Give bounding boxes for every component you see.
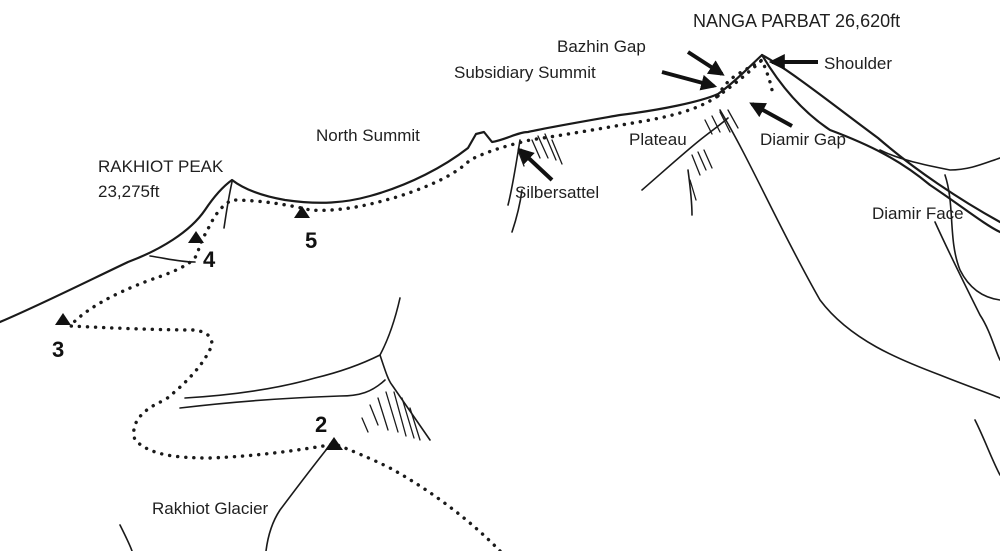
north-summit-label: North Summit	[316, 126, 420, 145]
diamir-face-line-4	[974, 419, 1000, 476]
rakhiot-peak-height: 23,275ft	[98, 182, 160, 201]
camp-4-marker	[188, 231, 204, 243]
diamir-gap-label: Diamir Gap	[760, 130, 846, 149]
bazhin-gap-arrow	[686, 50, 725, 76]
glacier-tongue-left	[119, 524, 133, 551]
hatching-plateau	[689, 109, 739, 201]
bazhin-gap-label: Bazhin Gap	[557, 37, 646, 56]
silbersattel-arrow	[517, 147, 554, 182]
silbersattel-spur	[507, 139, 523, 233]
plateau-label: Plateau	[629, 130, 687, 149]
diamir-face-line-2	[934, 221, 1000, 361]
hatching-silbersattel	[517, 133, 563, 167]
camp-2-label: 2	[315, 412, 327, 437]
camp-4-label: 4	[203, 247, 216, 272]
diamir-ridge	[879, 149, 1000, 171]
diamir-face-line-3	[719, 109, 1000, 399]
rakhiot-spur-1	[223, 181, 233, 229]
camp-3-label: 3	[52, 337, 64, 362]
camp-3-marker	[55, 313, 71, 325]
subsidiary-summit-arrow	[661, 70, 718, 91]
camp-2-marker	[325, 437, 343, 450]
camp-5-marker	[294, 206, 310, 218]
camp-markers	[55, 206, 343, 450]
glacier-ridge-right	[379, 354, 431, 441]
glacier-ridge-upper	[184, 297, 401, 399]
plateau-edge	[687, 169, 693, 216]
east-ridge	[760, 53, 1000, 224]
glacier-ridge-lower	[179, 379, 386, 409]
hatching-camp2	[361, 391, 421, 441]
summit-ridge-route	[716, 57, 774, 98]
main-ridge-line	[0, 53, 1000, 324]
glacier-tongue	[265, 444, 331, 551]
camp-5-label: 5	[305, 228, 317, 253]
climbing-route	[66, 58, 764, 551]
shoulder-label: Shoulder	[824, 54, 892, 73]
subsidiary-summit-label: Subsidiary Summit	[454, 63, 596, 82]
rakhiot-spur-2	[149, 255, 196, 263]
diamir-face-label: Diamir Face	[872, 204, 964, 223]
nanga-parbat-label: NANGA PARBAT 26,620ft	[693, 11, 900, 31]
diamir-gap-arrow	[749, 102, 793, 128]
plateau-spur	[641, 117, 729, 191]
rakhiot-peak-label: RAKHIOT PEAK	[98, 157, 224, 176]
label-arrows	[517, 50, 818, 182]
silbersattel-label: Silbersattel	[515, 183, 599, 202]
diamir-face-line-1	[944, 174, 1000, 301]
rakhiot-glacier-label: Rakhiot Glacier	[152, 499, 269, 518]
